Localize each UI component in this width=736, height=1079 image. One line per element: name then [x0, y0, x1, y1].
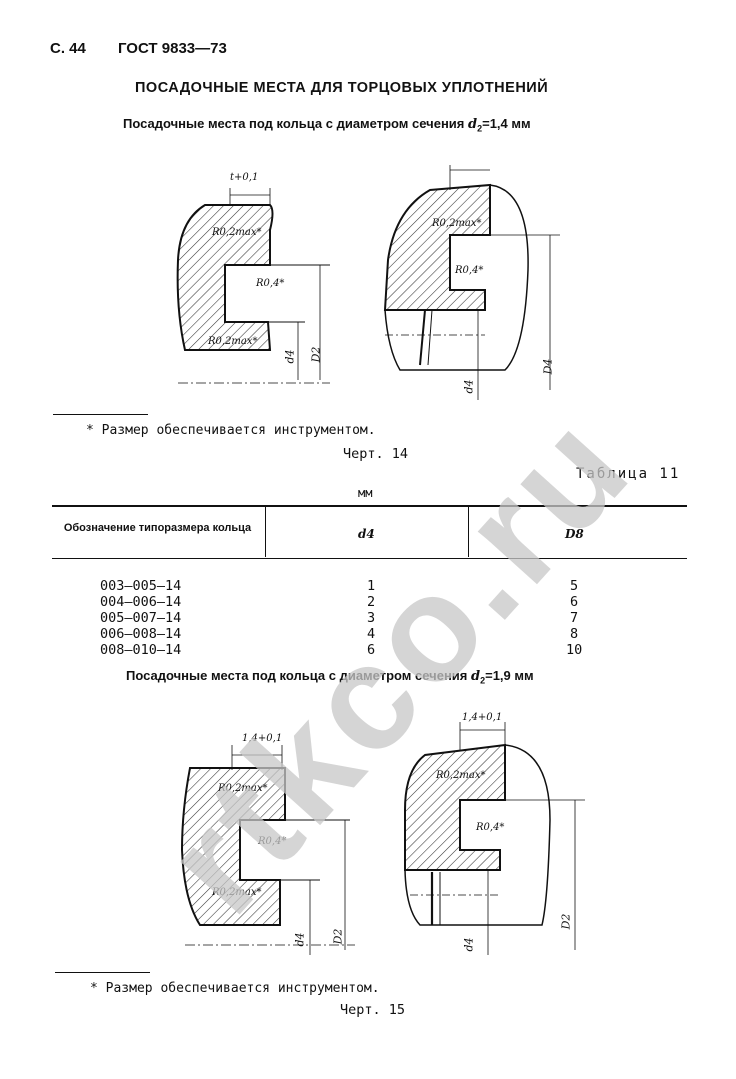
table-cell-designation: 004—006—14	[100, 594, 182, 610]
table-header-d8: D8	[565, 527, 584, 541]
radius-inner-label-2: R0,4*	[258, 836, 287, 847]
table-cell-d8: 8	[570, 626, 579, 642]
table-cell-designation: 003—005—14	[100, 578, 182, 594]
table-cell-designation: 005—007—14	[100, 610, 182, 626]
right-radius-max-label: R0,2max*	[432, 218, 482, 229]
table-header-rule	[52, 558, 687, 559]
d2-label-2: D2	[331, 928, 345, 945]
footnote-1: * Размер обеспечивается инструментом.	[86, 423, 376, 438]
right-d4-label-2: d4	[462, 937, 476, 952]
d4-label-2: d4	[293, 932, 307, 947]
table-cell-designation: 006—008—14	[100, 626, 182, 642]
footnote-divider-2	[55, 972, 150, 973]
drawing-14	[176, 165, 560, 400]
right-groove-section	[404, 743, 506, 871]
table-unit: мм	[358, 486, 373, 500]
right-d2-label-2: D2	[559, 913, 573, 930]
right-radius-inner-label-2: R0,4*	[476, 822, 505, 833]
table-cell-d4: 4	[367, 626, 376, 642]
right-radius-max-label-2: R0,2max*	[436, 770, 486, 781]
dim-t-label: t+0,1	[230, 172, 259, 183]
table-cell-d4: 3	[367, 610, 376, 626]
standard-code: ГОСТ 9833—73	[118, 40, 227, 57]
footnote-divider-1	[53, 414, 148, 415]
table-col-divider-2	[468, 507, 469, 557]
table-cell-d8: 6	[570, 594, 579, 610]
caption-15: Черт. 15	[340, 1002, 406, 1018]
table-header-designation: Обозначение типоразмера кольца	[63, 522, 252, 534]
footnote-2: * Размер обеспечивается инструментом.	[90, 981, 380, 996]
table-cell-d8: 7	[570, 610, 579, 626]
radius-max-top-label: R0,2max*	[212, 227, 262, 238]
table-header-d4: d4	[358, 527, 375, 541]
dim-t-label-2: 1,4+0,1	[242, 733, 283, 744]
caption-14: Черт. 14	[343, 446, 409, 462]
table-cell-d8: 10	[566, 642, 583, 658]
right-d2-label: D4	[541, 358, 555, 375]
radius-max-bottom-label-2: R0,2max*	[212, 887, 262, 898]
page-number: С. 44	[50, 40, 86, 57]
subsection-title-1: Посадочные места под кольца с диаметром …	[123, 116, 531, 134]
drawing-15	[180, 722, 585, 955]
right-dim-t-label-2: 1,4+0,1	[462, 712, 503, 723]
table-cell-designation: 008—010—14	[100, 642, 182, 658]
d2-label: D2	[309, 346, 323, 363]
table-col-divider-1	[265, 507, 266, 557]
subsection-title-2: Посадочные места под кольца с диаметром …	[126, 668, 534, 686]
radius-max-bottom-label: R0,2max*	[208, 336, 258, 347]
table-cell-d4: 2	[367, 594, 376, 610]
radius-max-top-label-2: R0,2max*	[218, 783, 268, 794]
right-d4-label: d4	[462, 379, 476, 394]
table-cell-d8: 5	[570, 578, 579, 594]
right-radius-inner-label: R0,4*	[455, 265, 484, 276]
left-groove-section	[176, 204, 274, 351]
d4-label: d4	[283, 349, 297, 364]
table-top-rule	[52, 505, 687, 507]
right-groove-section	[383, 183, 491, 311]
table-title: Таблица 11	[576, 466, 681, 482]
radius-inner-label: R0,4*	[256, 278, 285, 289]
table-cell-d4: 1	[367, 578, 376, 594]
table-cell-d4: 6	[367, 642, 376, 658]
section-title: ПОСАДОЧНЫЕ МЕСТА ДЛЯ ТОРЦОВЫХ УПЛОТНЕНИЙ	[135, 80, 549, 96]
